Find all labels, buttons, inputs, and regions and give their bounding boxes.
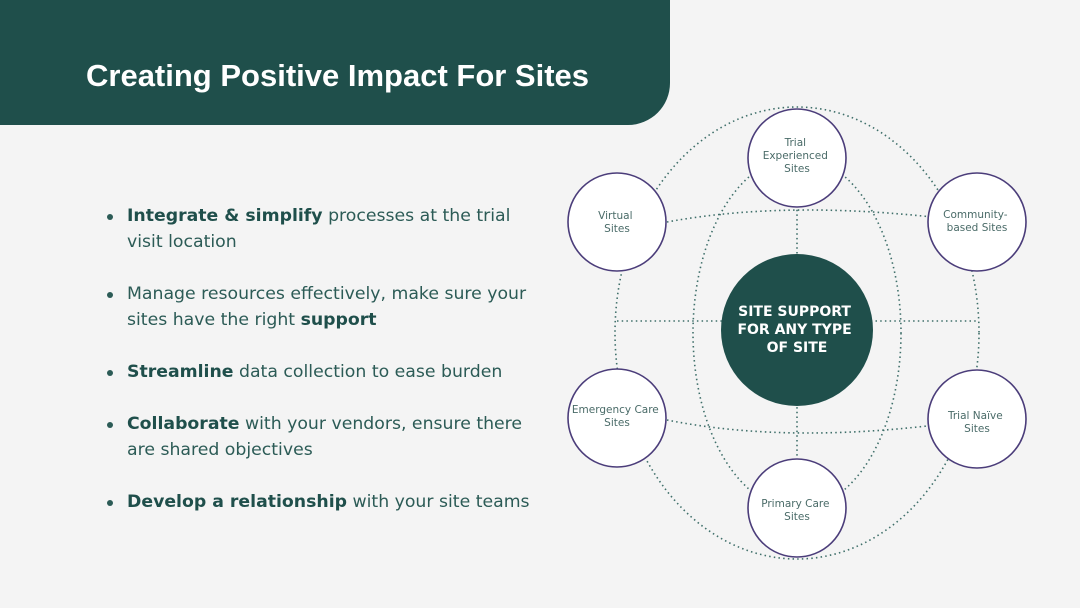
- bullet-bold: Integrate & simplify: [127, 206, 323, 226]
- node-label: Trial Experienced Sites: [763, 137, 832, 175]
- node-circle: [567, 172, 667, 272]
- node-label: Virtual Sites: [598, 210, 636, 235]
- bullet-item: Develop a relationship with your site te…: [106, 489, 536, 515]
- bullet-item: Integrate & simplify processes at the tr…: [106, 203, 536, 255]
- outer-ellipse: [614, 106, 980, 560]
- bullet-text: processes at the trial visit location: [127, 206, 511, 252]
- title-banner: [0, 0, 670, 125]
- bullet-item: Manage resources effectively, make sure …: [106, 281, 536, 333]
- lower-latitude-line: [666, 419, 974, 434]
- node-trial-experienced: Trial Experienced Sites: [747, 108, 847, 208]
- node-trial-naive: Trial Naïve Sites: [927, 369, 1027, 469]
- node-label: Trial Naïve Sites: [947, 410, 1006, 435]
- node-circle: [567, 368, 667, 468]
- bullet-text: Manage resources effectively, make sure …: [127, 284, 527, 330]
- diagram-nodes: Trial Experienced Sites Community- based…: [567, 108, 1027, 558]
- center-label: SITE SUPPORT FOR ANY TYPE OF SITE: [737, 304, 856, 356]
- inner-ellipse: [692, 156, 902, 510]
- bullet-bold: Develop a relationship: [127, 492, 347, 512]
- node-emergency-care: Emergency Care Sites: [567, 368, 667, 468]
- center-circle: [721, 254, 873, 406]
- bullet-bold: support: [300, 310, 377, 330]
- bullet-text: with your vendors, ensure there are shar…: [127, 414, 523, 460]
- node-circle: [927, 369, 1027, 469]
- node-label: Community- based Sites: [943, 209, 1011, 234]
- bullet-text: data collection to ease burden: [233, 362, 503, 382]
- bullet-list: Integrate & simplify processes at the tr…: [106, 203, 536, 541]
- node-circle: [747, 108, 847, 208]
- node-community-based: Community- based Sites: [927, 172, 1027, 272]
- node-circle: [747, 458, 847, 558]
- upper-latitude-line: [666, 209, 974, 223]
- node-virtual: Virtual Sites: [567, 172, 667, 272]
- page-title: Creating Positive Impact For Sites: [86, 58, 590, 93]
- bullet-text: with your site teams: [346, 492, 530, 512]
- node-label: Primary Care Sites: [761, 498, 833, 523]
- bullet-bold: Streamline: [127, 362, 234, 382]
- bullet-item: Streamline data collection to ease burde…: [106, 359, 536, 385]
- bullet-item: Collaborate with your vendors, ensure th…: [106, 411, 536, 463]
- node-primary-care: Primary Care Sites: [747, 458, 847, 558]
- node-circle: [927, 172, 1027, 272]
- bullet-bold: Collaborate: [127, 414, 240, 434]
- center-node: SITE SUPPORT FOR ANY TYPE OF SITE: [721, 254, 873, 406]
- node-label: Emergency Care Sites: [572, 404, 662, 429]
